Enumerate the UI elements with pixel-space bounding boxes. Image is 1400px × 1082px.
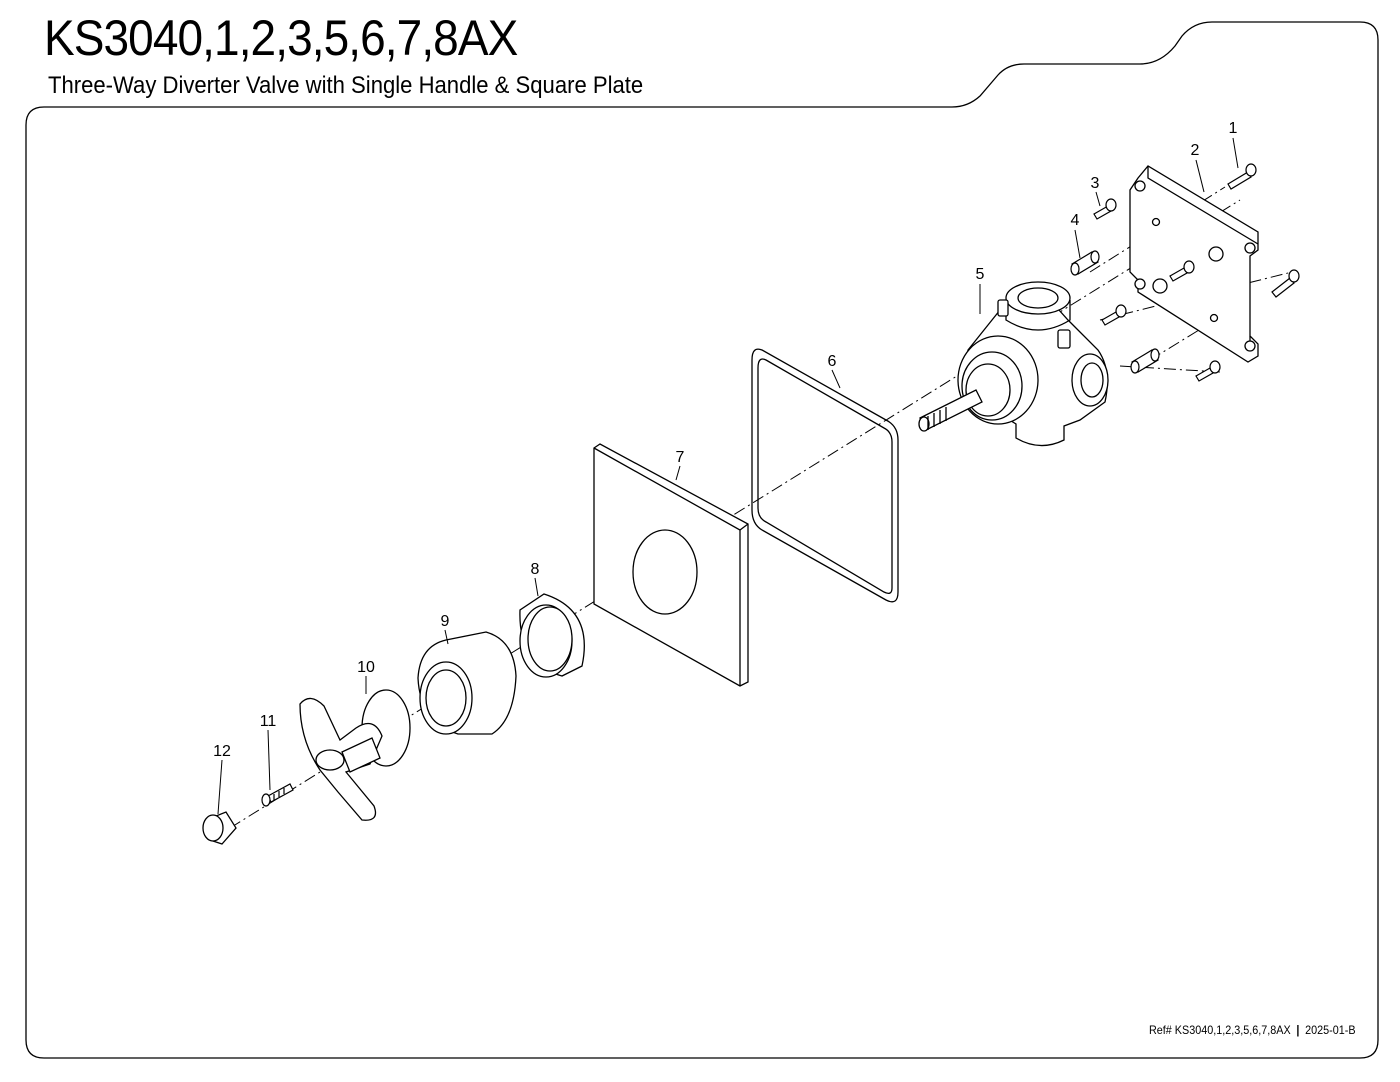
index-button	[202, 811, 237, 845]
part-label-7: 7	[676, 449, 685, 466]
gasket	[751, 348, 899, 603]
part-label-5: 5	[976, 266, 985, 283]
page-subtitle: Three-Way Diverter Valve with Single Han…	[48, 72, 644, 99]
part-label-11: 11	[260, 713, 277, 730]
ref-label: Ref#	[1149, 1023, 1173, 1037]
ref-code: KS3040,1,2,3,5,6,7,8AX	[1175, 1023, 1292, 1037]
part-label-12: 12	[213, 743, 231, 760]
screw-3	[1093, 198, 1221, 382]
leader-lines	[217, 137, 1239, 815]
valve-body	[918, 281, 1109, 447]
ref-separator: |	[1296, 1023, 1300, 1037]
retaining-ring	[519, 593, 585, 678]
part-label-6: 6	[828, 353, 837, 370]
reference-footer: Ref# KS3040,1,2,3,5,6,7,8AX | 2025-01-B	[1149, 1022, 1356, 1038]
screw-1	[1227, 163, 1300, 298]
spacer-4	[1070, 250, 1160, 374]
part-label-8: 8	[531, 561, 540, 578]
frame-border	[25, 21, 1379, 1059]
part-label-3: 3	[1091, 175, 1100, 192]
escutcheon-plate	[593, 443, 749, 687]
handle-sleeve	[417, 631, 517, 735]
part-label-10: 10	[357, 659, 375, 676]
part-label-2: 2	[1191, 142, 1200, 159]
handle-screw	[261, 783, 294, 807]
part-label-1: 1	[1229, 120, 1238, 137]
page-title: KS3040,1,2,3,5,6,7,8AX	[44, 10, 518, 66]
part-label-9: 9	[441, 613, 450, 630]
revision-code: 2025-01-B	[1305, 1023, 1356, 1037]
cross-handle	[299, 689, 411, 821]
part-label-4: 4	[1071, 212, 1080, 229]
